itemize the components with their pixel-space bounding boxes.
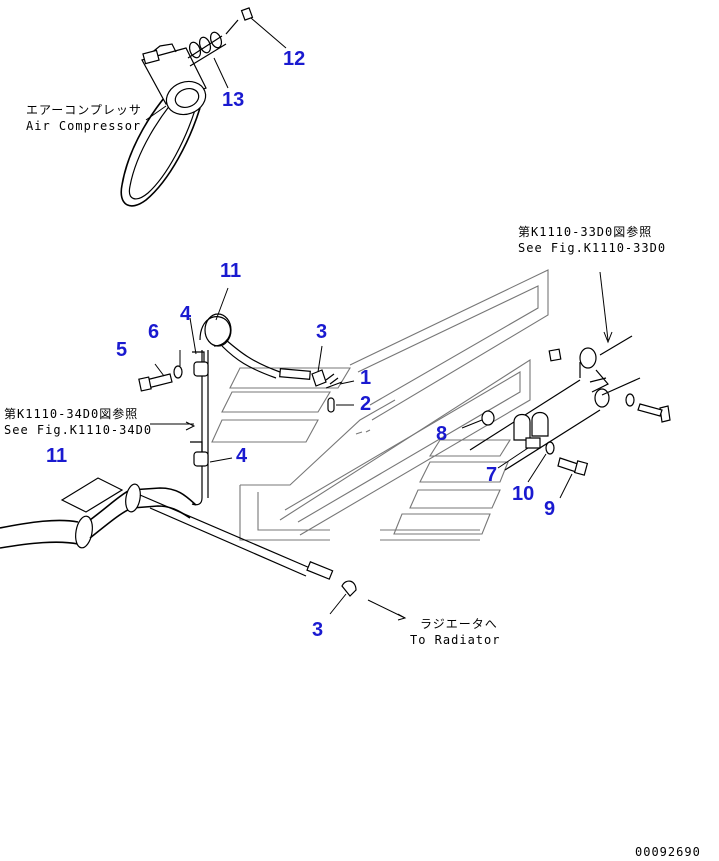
callout-12: 12 bbox=[283, 48, 305, 70]
callout-8: 8 bbox=[436, 423, 447, 445]
air-compressor-label-en: Air Compressor bbox=[26, 119, 141, 133]
callout-3-lower: 3 bbox=[312, 619, 323, 641]
callout-3-upper: 3 bbox=[316, 321, 327, 343]
callout-2: 2 bbox=[360, 393, 371, 415]
callout-11-lower: 11 bbox=[46, 445, 67, 467]
to-radiator-label-en: To Radiator bbox=[410, 633, 500, 647]
tube-assembly-left bbox=[0, 477, 334, 580]
air-compressor-drawing bbox=[120, 7, 287, 207]
callout-9: 9 bbox=[544, 498, 555, 520]
callout-4-upper: 4 bbox=[180, 303, 192, 325]
ref-34d0-label-en: See Fig.K1110-34D0 bbox=[4, 423, 152, 437]
tube-upper bbox=[138, 287, 355, 506]
drawing-number: 00092690 bbox=[635, 845, 701, 859]
callout-5: 5 bbox=[116, 339, 127, 361]
to-radiator-label-jp: ラジエータへ bbox=[420, 617, 498, 631]
callout-4-lower: 4 bbox=[236, 445, 248, 467]
ref-33d0-label-en: See Fig.K1110-33D0 bbox=[518, 241, 666, 255]
radiator-grille-background bbox=[211, 269, 549, 541]
callout-11-upper: 11 bbox=[220, 260, 241, 282]
callout-7: 7 bbox=[486, 464, 497, 486]
bracket-assembly-right bbox=[461, 271, 671, 499]
callout-10: 10 bbox=[512, 483, 534, 505]
callout-13: 13 bbox=[222, 89, 244, 111]
callout-6: 6 bbox=[148, 321, 159, 343]
clamp-radiator-end bbox=[329, 580, 407, 621]
ref-33d0-label-jp: 第K1110-33D0図参照 bbox=[518, 224, 652, 239]
callout-1: 1 bbox=[360, 367, 371, 389]
air-compressor-label-jp: エアーコンプレッサ bbox=[26, 103, 142, 117]
ref-34d0-label-jp: 第K1110-34D0図参照 bbox=[4, 406, 138, 421]
